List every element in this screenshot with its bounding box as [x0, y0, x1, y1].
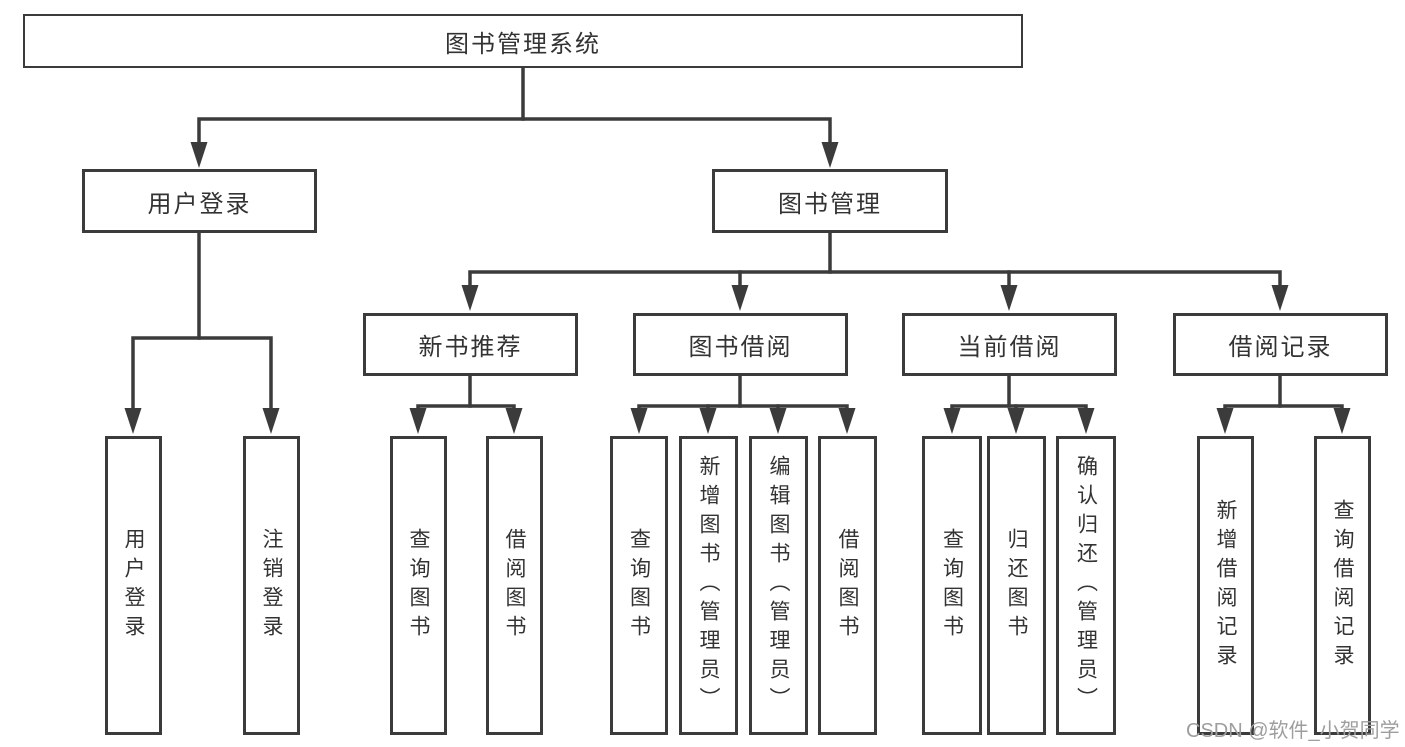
leaf-logout-login: 注销登录	[243, 436, 300, 735]
node-current-borrowing: 当前借阅	[902, 313, 1117, 376]
node-label: 图书管理	[778, 190, 882, 218]
leaf-edit-books-admin: 编辑图书（管理员）	[749, 436, 808, 735]
arrowhead-icons	[124, 142, 1351, 434]
node-label: 图书管理系统	[445, 30, 601, 58]
node-book-borrowing: 图书借阅	[633, 313, 848, 376]
node-label: 图书借阅	[688, 334, 793, 361]
node-user-login: 用户登录	[82, 169, 317, 233]
leaf-add-books-admin: 新增图书（管理员）	[679, 436, 738, 735]
node-label: 当前借阅	[957, 334, 1062, 361]
leaf-query-books-recommend: 查询图书	[390, 436, 447, 735]
node-label: 查询图书	[407, 527, 430, 644]
node-label: 归还图书	[1005, 527, 1028, 644]
leaf-query-books-current: 查询图书	[922, 436, 982, 735]
leaf-borrow-books: 借阅图书	[818, 436, 877, 735]
leaf-return-books: 归还图书	[987, 436, 1046, 735]
node-label: 注销登录	[260, 527, 283, 644]
node-label: 新书推荐	[418, 334, 523, 361]
node-book-management: 图书管理	[712, 169, 948, 233]
csdn-watermark: CSDN @软件_小贺同学	[1186, 720, 1400, 742]
node-label: 用户登录	[122, 527, 145, 644]
node-label: 借阅图书	[503, 527, 526, 644]
leaf-add-borrow-record: 新增借阅记录	[1197, 436, 1254, 735]
node-label: 新增借阅记录	[1214, 498, 1237, 673]
node-label: 查询图书	[627, 527, 651, 644]
leaf-query-borrow-record: 查询借阅记录	[1314, 436, 1371, 735]
node-label: 编辑图书（管理员）	[767, 455, 790, 716]
node-label: 确认归还（管理员）	[1074, 455, 1098, 716]
node-label: 借阅图书	[836, 527, 859, 644]
node-label: 用户登录	[147, 190, 252, 218]
leaf-borrow-books-recommend: 借阅图书	[486, 436, 543, 735]
node-new-book-recommend: 新书推荐	[363, 313, 578, 376]
node-library-management-system: 图书管理系统	[23, 14, 1023, 68]
node-label: 查询图书	[940, 527, 964, 644]
node-label: 借阅记录	[1228, 334, 1333, 361]
node-label: 新增图书（管理员）	[697, 455, 720, 716]
leaf-confirm-return-admin: 确认归还（管理员）	[1056, 436, 1116, 735]
node-label: 查询借阅记录	[1331, 498, 1354, 673]
leaf-user-login: 用户登录	[105, 436, 162, 735]
leaf-query-books-borrowing: 查询图书	[610, 436, 668, 735]
node-borrowing-records: 借阅记录	[1173, 313, 1388, 376]
